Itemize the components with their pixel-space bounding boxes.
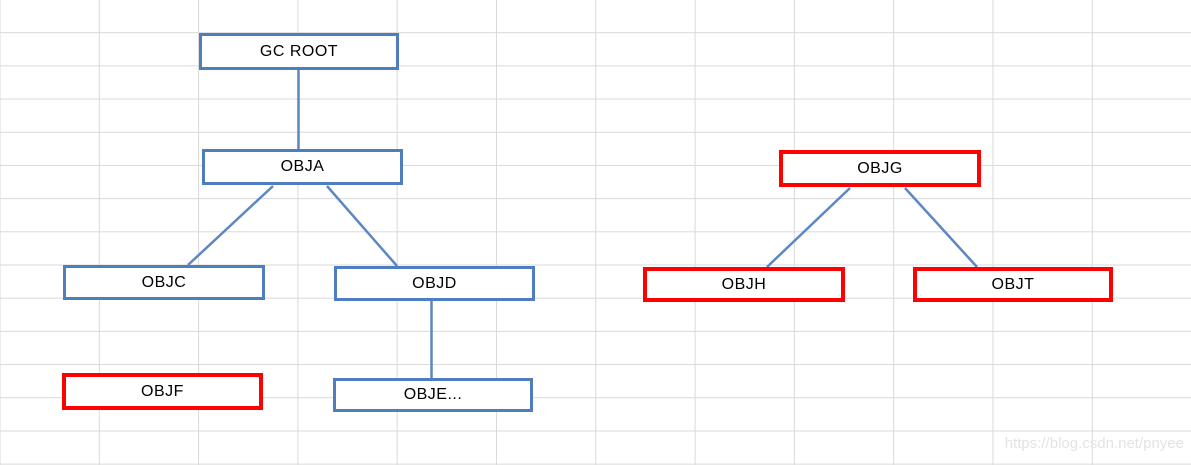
node-objh[interactable]: OBJH: [643, 267, 845, 302]
node-gc-root[interactable]: GC ROOT: [199, 33, 399, 70]
node-objh-label: OBJH: [721, 275, 767, 293]
node-obje-label: OBJE...: [403, 386, 463, 403]
node-objt[interactable]: OBJT: [913, 267, 1113, 302]
node-objt-label: OBJT: [991, 275, 1035, 293]
node-obja-label: OBJA: [280, 158, 325, 175]
node-objg[interactable]: OBJG: [779, 150, 981, 187]
node-objg-label: OBJG: [857, 159, 903, 177]
node-objf[interactable]: OBJF: [62, 373, 263, 410]
node-gc-root-label: GC ROOT: [259, 42, 339, 60]
node-obja[interactable]: OBJA: [202, 149, 403, 185]
node-objd-label: OBJD: [412, 274, 457, 292]
node-objc-label: OBJC: [141, 273, 187, 291]
connector-objg-objt[interactable]: [904, 187, 978, 268]
watermark-text: https://blog.csdn.net/pnyee: [1004, 435, 1184, 452]
node-objf-label: OBJF: [141, 382, 184, 400]
connector-obja-objc[interactable]: [187, 185, 274, 266]
node-objd[interactable]: OBJD: [334, 266, 535, 301]
connector-objg-objh[interactable]: [766, 187, 851, 268]
node-objc[interactable]: OBJC: [63, 265, 265, 300]
connector-obja-objd[interactable]: [326, 185, 398, 267]
node-obje[interactable]: OBJE...: [333, 378, 533, 412]
